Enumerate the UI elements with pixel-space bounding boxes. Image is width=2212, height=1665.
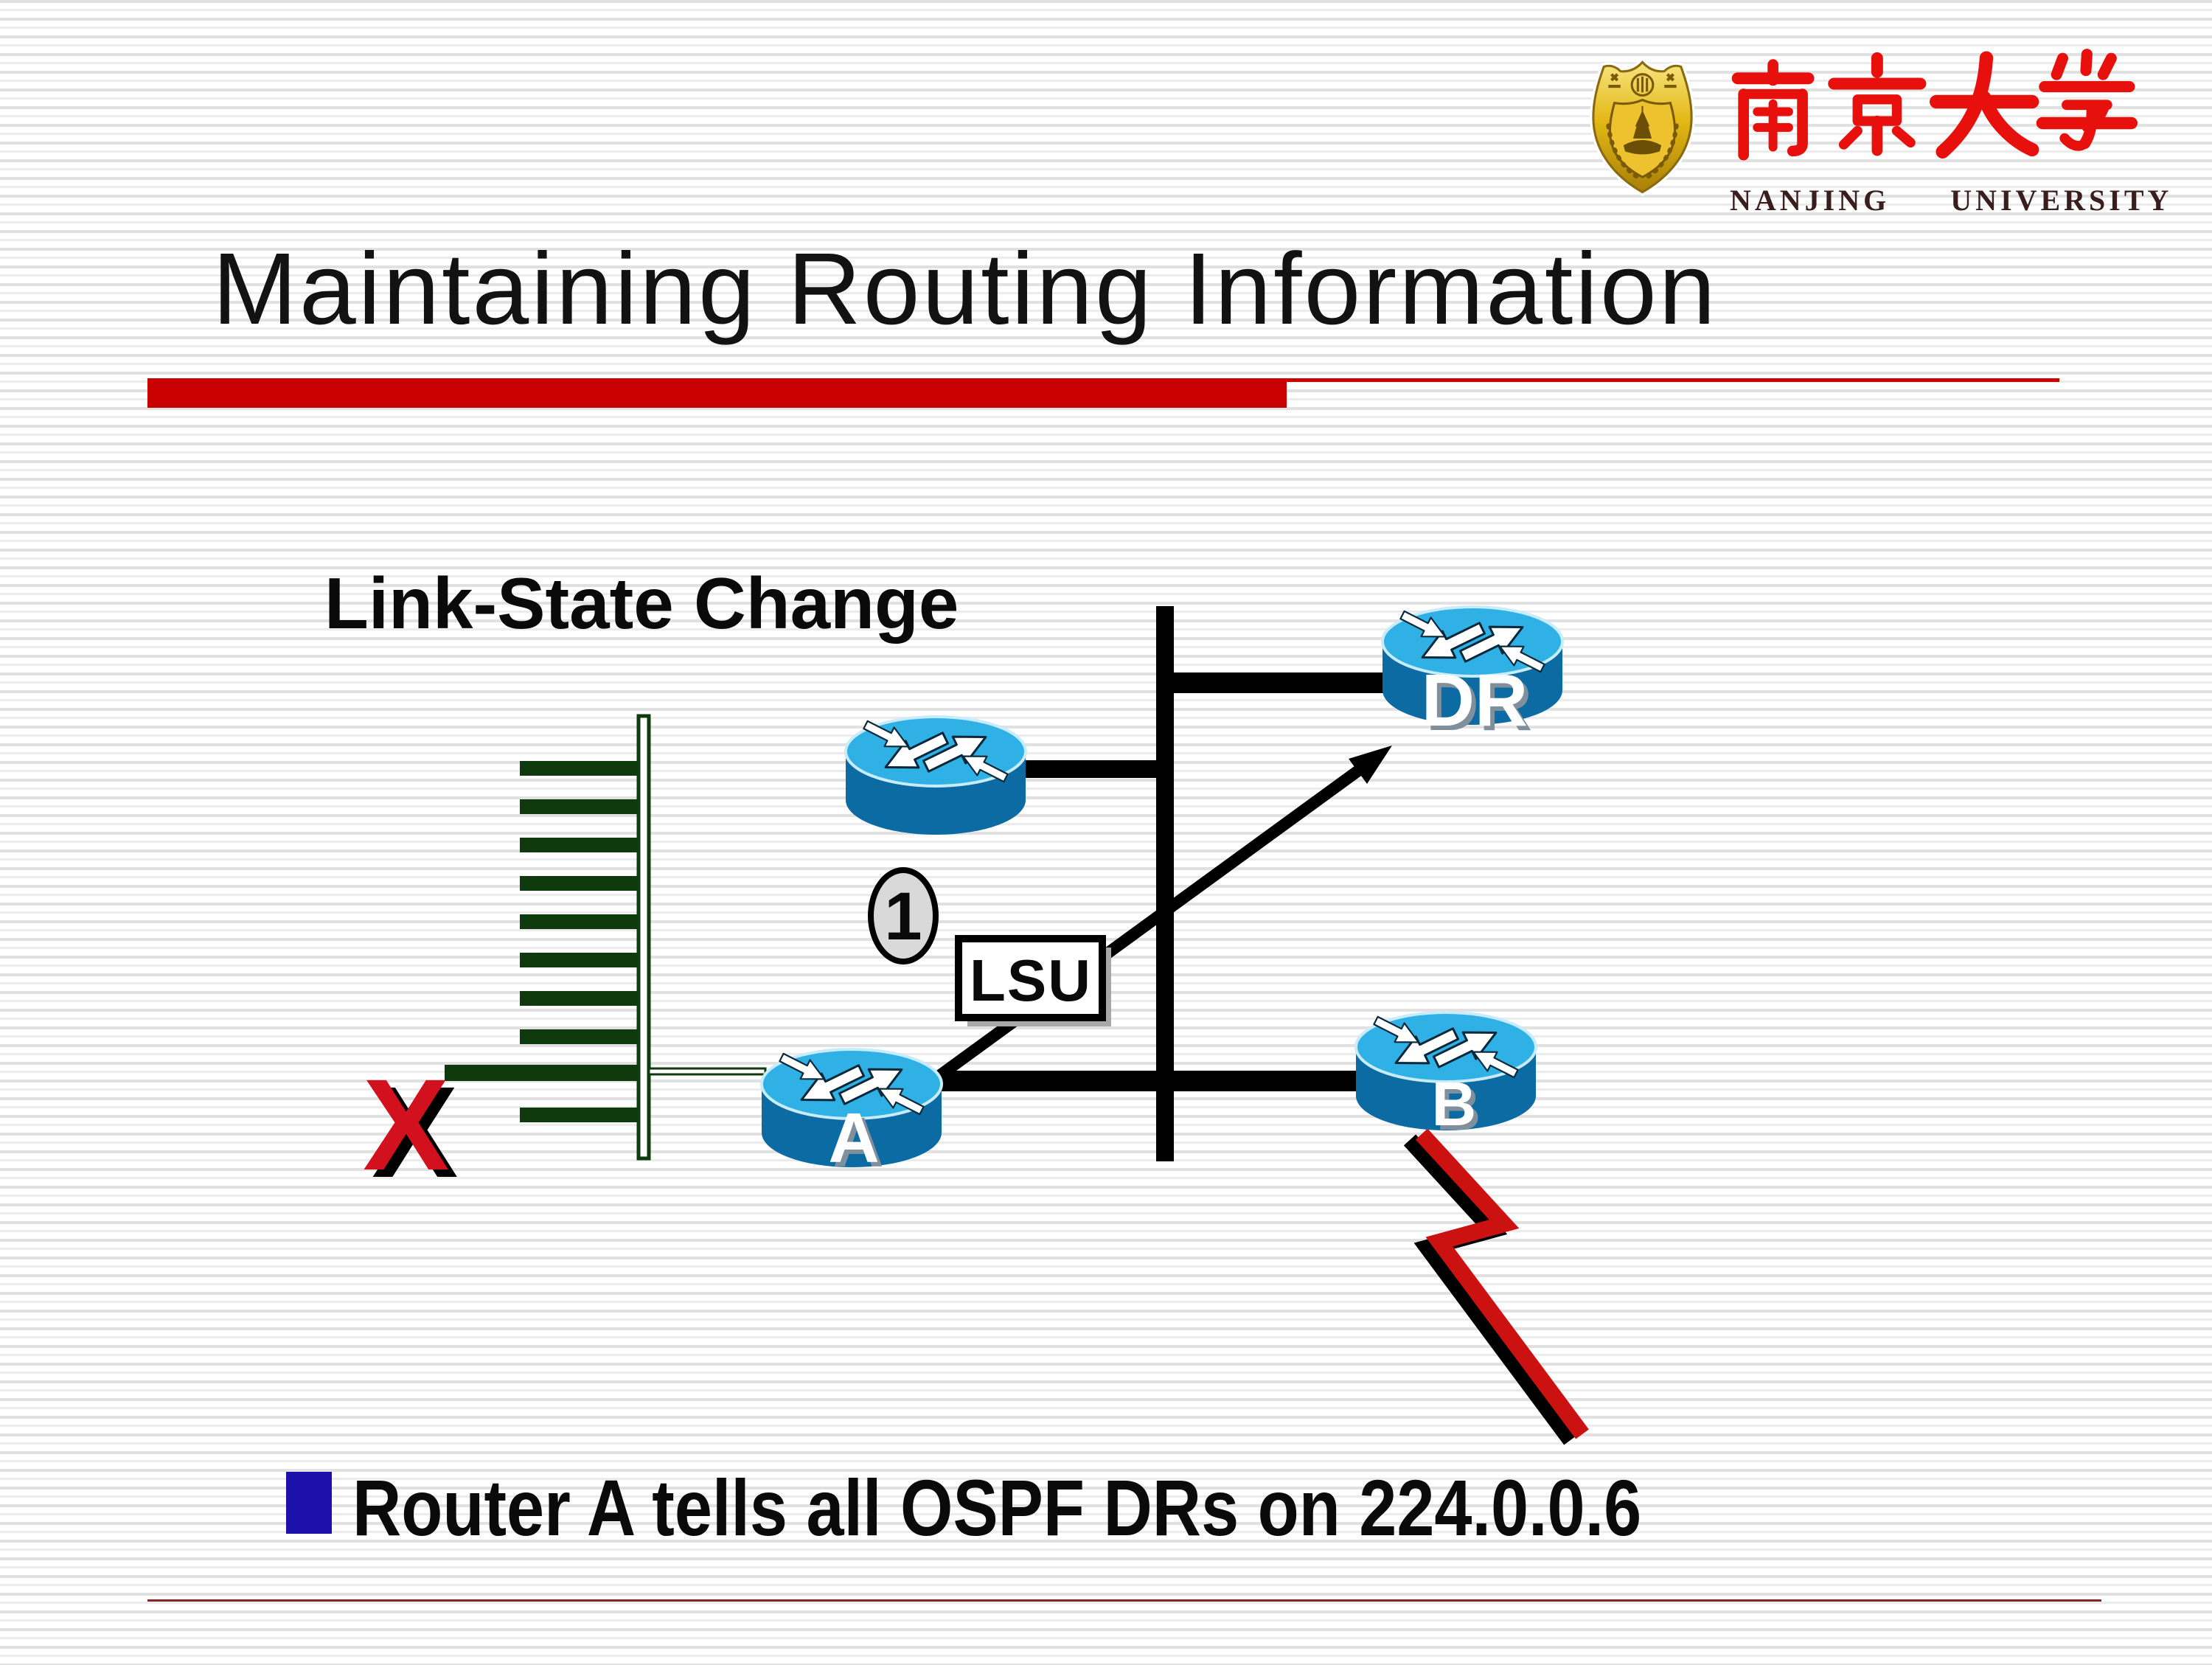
svg-text:X: X (372, 1060, 458, 1205)
svg-text:B: B (1436, 1074, 1481, 1143)
char-nan (1731, 59, 1815, 161)
page-title: Maintaining Routing Information (212, 232, 1718, 346)
dr-link-line (1165, 672, 1386, 693)
lsu-flood-arrow (914, 745, 1392, 1096)
router-dr-label: DR DR (1422, 659, 1532, 746)
svg-text:1: 1 (884, 879, 922, 954)
shield-shape (1590, 57, 1695, 196)
ethernet-segment-icon (445, 714, 767, 1161)
top-router-link-line (1025, 760, 1165, 778)
svg-text:X: X (363, 1053, 449, 1198)
nanjing-university-shield-icon (1590, 57, 1695, 196)
svg-text:B: B (1432, 1069, 1477, 1139)
svg-text:DR: DR (1426, 664, 1532, 746)
arrowhead-icon (1349, 745, 1392, 784)
char-xue (2036, 49, 2138, 151)
backbone-line (1156, 606, 1174, 1161)
bullet-square-icon (286, 1472, 332, 1534)
failed-link-x-marker: X X (363, 1053, 458, 1205)
step-1-badge: 1 (868, 867, 939, 964)
bullet-text: Router A tells all OSPF DRs on 224.0.0.6 (352, 1463, 1642, 1552)
title-accent-line (1287, 378, 2059, 382)
svg-text:A: A (828, 1099, 879, 1178)
router-top-icon (846, 715, 1026, 835)
lsu-label: LSU (970, 948, 1092, 1013)
logo-university-name: NANJING UNIVERSITY (1730, 184, 2173, 217)
router-b-label: B B (1432, 1069, 1481, 1143)
footer-divider-line (147, 1599, 2101, 1602)
router-a-label: A A (828, 1099, 883, 1182)
diagram-caption: Link-State Change (324, 563, 959, 644)
a-b-link-line (920, 1071, 1370, 1091)
lightning-bolt-icon (1403, 1128, 1589, 1445)
lsu-packet-badge: LSU (955, 935, 1111, 1026)
char-jing (1828, 52, 1927, 156)
nanjing-university-chinese-calligraphy (1731, 49, 2138, 161)
svg-text:DR: DR (1422, 659, 1528, 742)
title-accent-bar (147, 378, 1287, 408)
failed-stub-link (445, 1065, 642, 1081)
svg-text:A: A (832, 1103, 883, 1182)
char-da (1929, 51, 2039, 159)
